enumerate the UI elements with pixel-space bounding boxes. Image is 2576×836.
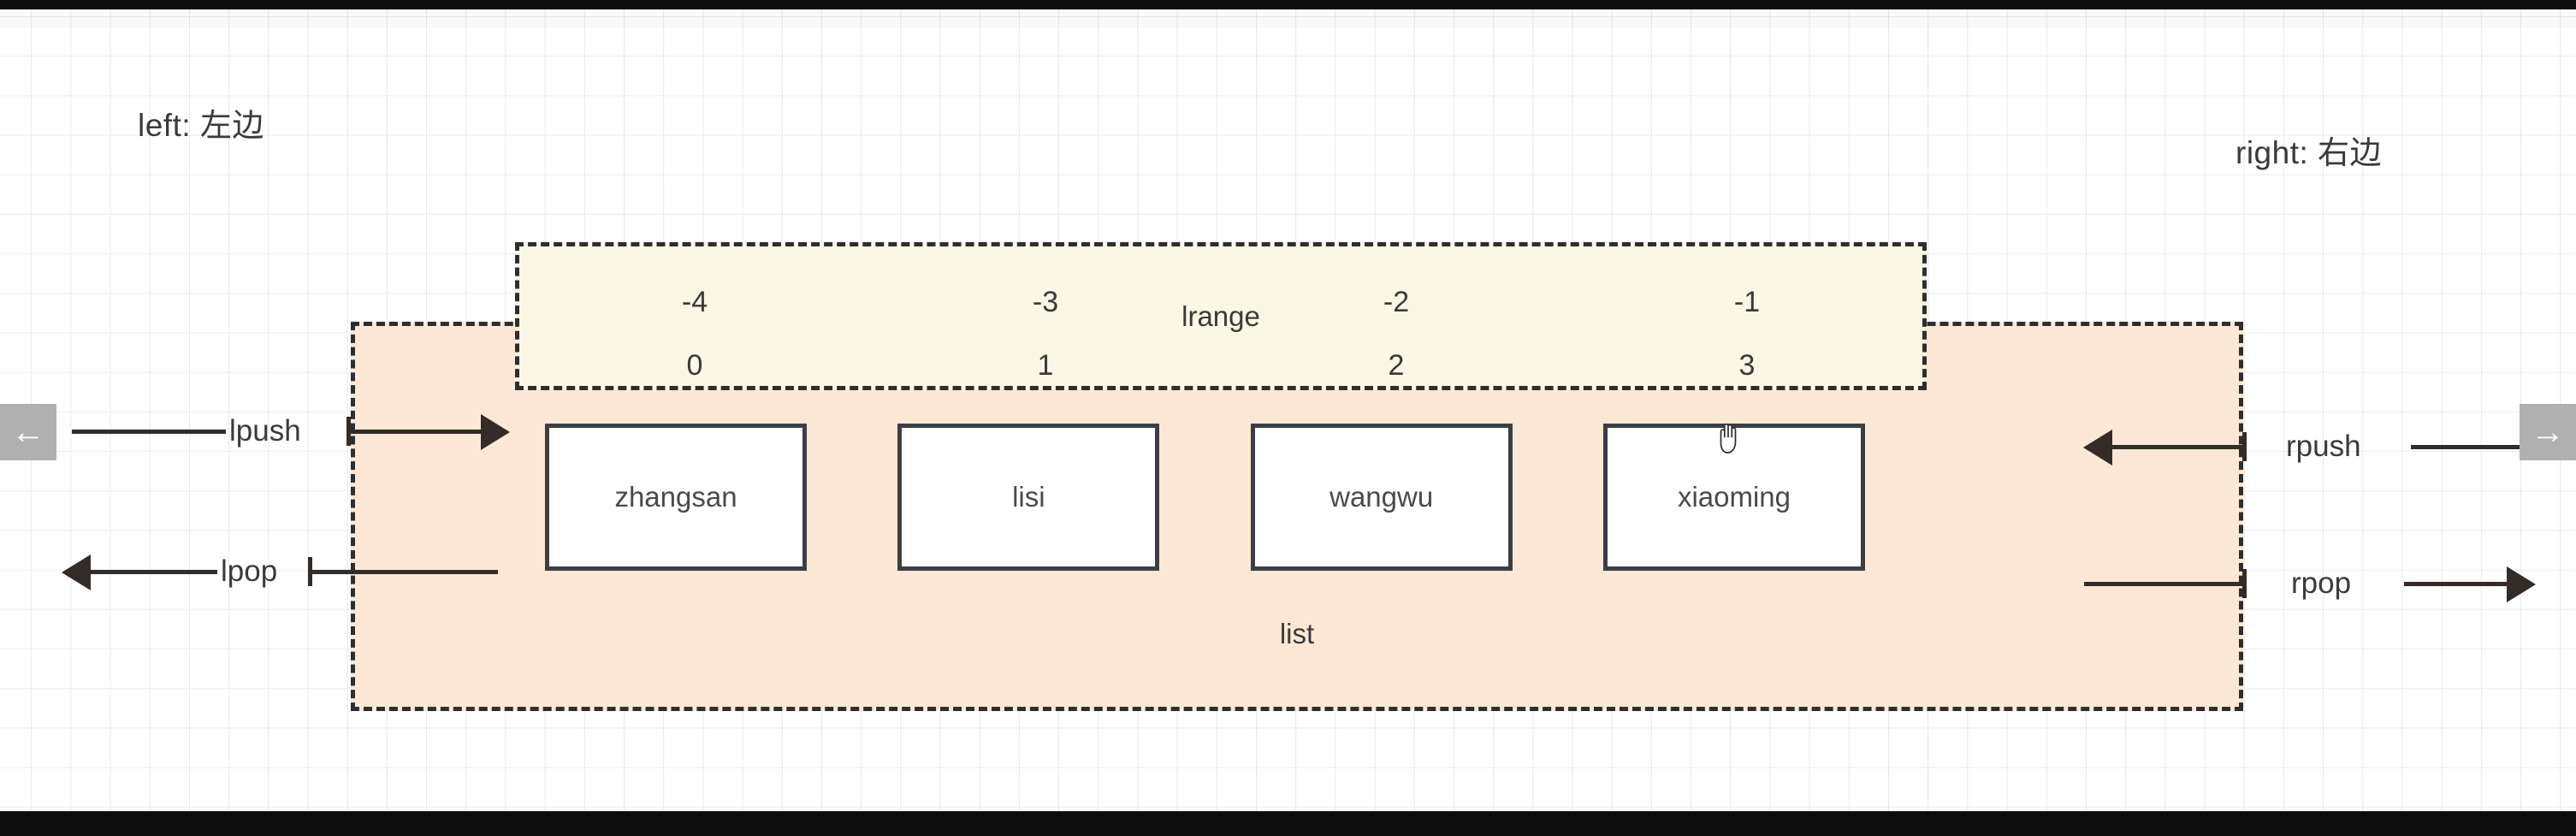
right-side-label: right: 右边 xyxy=(2235,135,2383,170)
lrange-container: lrange -4 -3 -2 -1 0 1 2 3 xyxy=(515,242,1927,390)
arrow-left-icon: ← xyxy=(11,412,45,451)
list-element-box[interactable]: wangwu xyxy=(1250,424,1513,571)
lpop-arrow-line-outer xyxy=(91,570,217,574)
lpop-arrow-line-inner xyxy=(308,570,498,574)
rpop-tick xyxy=(2242,569,2247,598)
rpush-arrow-line-inner xyxy=(2112,445,2246,449)
lpop-tick xyxy=(308,557,312,586)
lpush-label: lpush xyxy=(229,414,301,448)
list-element-label: xiaoming xyxy=(1677,481,1791,513)
list-element-box[interactable]: lisi xyxy=(897,424,1160,571)
rpush-tick xyxy=(2242,432,2247,461)
arrow-right-icon: → xyxy=(2531,412,2565,451)
lpop-label: lpop xyxy=(221,554,278,588)
diagram-canvas: left: 左边 right: 右边 list lrange -4 -3 -2 … xyxy=(0,9,2576,811)
lpush-arrowhead-icon xyxy=(481,414,510,450)
lpush-arrow-line-inner xyxy=(351,430,481,434)
lpush-arrow-line-outer xyxy=(72,430,226,434)
list-container-caption: list xyxy=(1279,618,1315,649)
lrange-container-caption: lrange xyxy=(1181,299,1260,332)
letterbox-band-bottom xyxy=(0,811,2576,836)
left-side-label: left: 左边 xyxy=(138,108,264,143)
lpop-arrowhead-icon xyxy=(62,554,91,590)
rpop-arrow-line-inner xyxy=(2084,582,2247,586)
rpop-arrow-line-outer xyxy=(2404,582,2507,586)
list-element-label: zhangsan xyxy=(614,481,737,513)
letterbox-band-top xyxy=(0,0,2576,9)
list-element-box[interactable]: xiaoming xyxy=(1602,424,1865,571)
rpush-arrow-line-outer xyxy=(2411,445,2522,449)
rpush-label: rpush xyxy=(2286,430,2361,463)
lpush-tick xyxy=(346,417,351,446)
list-element-label: lisi xyxy=(1012,481,1045,513)
next-slide-button[interactable]: → xyxy=(2520,404,2576,460)
rpop-arrowhead-icon xyxy=(2507,566,2536,602)
list-element-box[interactable]: zhangsan xyxy=(545,424,807,571)
list-element-label: wangwu xyxy=(1329,481,1434,513)
rpush-arrowhead-icon xyxy=(2083,430,2112,465)
prev-slide-button[interactable]: ← xyxy=(0,404,56,460)
rpop-label: rpop xyxy=(2291,566,2352,600)
list-elements: zhangsan lisi wangwu xiaoming xyxy=(545,424,1865,571)
